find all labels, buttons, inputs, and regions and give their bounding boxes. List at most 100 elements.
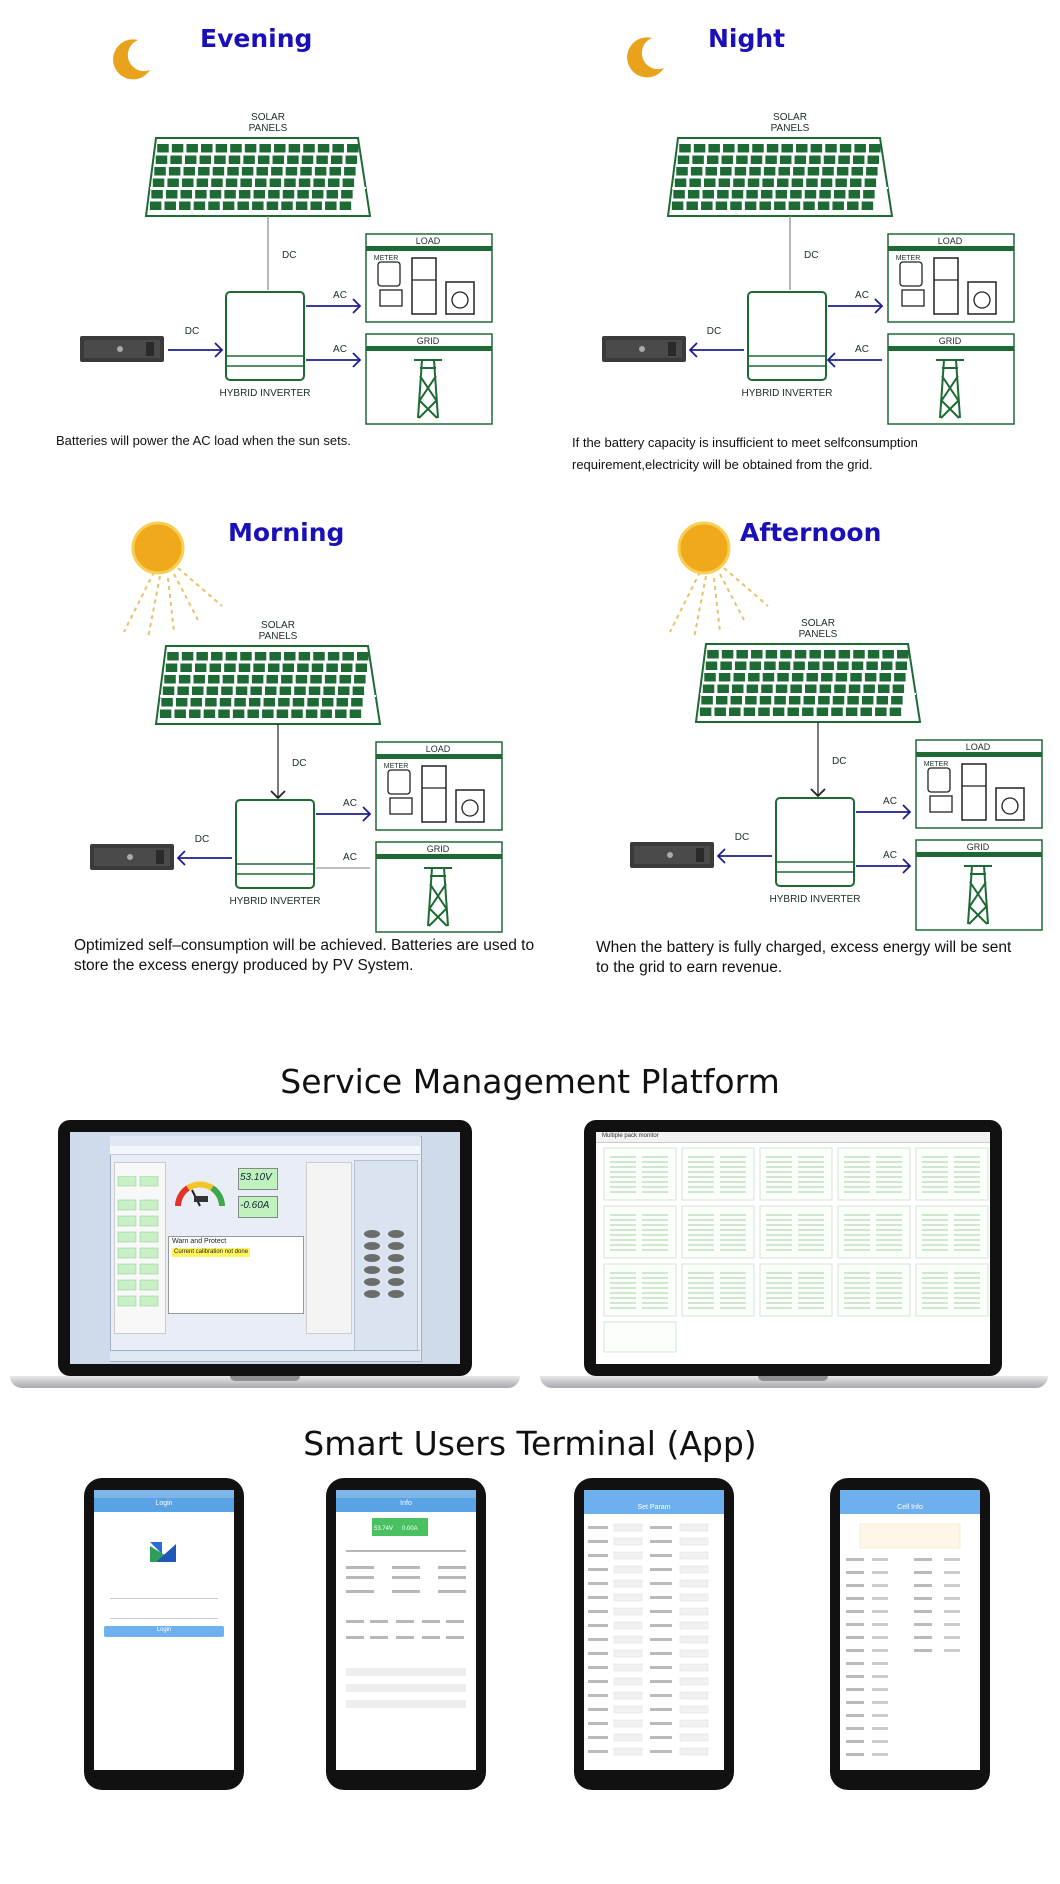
inverter-label: HYBRID INVERTER (220, 388, 311, 399)
grid-box (365, 333, 493, 425)
inverter-label: HYBRID INVERTER (770, 894, 861, 905)
dc-label: DC (282, 250, 296, 261)
app-current: 0.00A (402, 1526, 418, 1532)
dc-label: DC (832, 756, 846, 767)
inverter-label: HYBRID INVERTER (230, 896, 321, 907)
ac-label: AC (343, 798, 357, 809)
meter-icon (899, 261, 923, 287)
panels-label: PANELS (799, 629, 838, 640)
grid-label: GRID (967, 842, 990, 852)
phone-set-param: Set Param (574, 1478, 734, 1790)
meter-label: METER (384, 763, 409, 770)
laptop-screen: Multiple pack monitor (596, 1132, 990, 1364)
solar-label: SOLAR (773, 112, 807, 123)
tv-icon (389, 797, 413, 815)
solar-label: SOLAR (261, 620, 295, 631)
load-box (887, 233, 1015, 323)
battery-icon (630, 842, 714, 868)
pack-grid (603, 1147, 989, 1353)
phone-cell-info: Cell Info (830, 1478, 990, 1790)
dc-label: DC (735, 832, 749, 843)
battery-icon (80, 336, 164, 362)
meter-label: METER (374, 255, 399, 262)
ac-label: AC (883, 850, 897, 861)
laptop-base (540, 1376, 1048, 1388)
dc-label: DC (195, 834, 209, 845)
hybrid-inverter (775, 797, 855, 887)
panels-label: PANELS (259, 631, 298, 642)
fridge-icon (961, 763, 987, 821)
scenario-caption: Batteries will power the AC load when th… (56, 433, 351, 448)
meter-icon (387, 769, 411, 795)
meter-icon (377, 261, 401, 287)
pack-card (603, 1321, 677, 1353)
meter-label: METER (924, 761, 949, 768)
dc-label: DC (707, 326, 721, 337)
fridge-icon (421, 765, 447, 823)
laptop-2: Multiple pack monitor (540, 1120, 1048, 1400)
battery-icon (602, 336, 686, 362)
laptop-1: 53.10V -0.60A Warn and Protect Current c… (10, 1120, 520, 1400)
tv-icon (929, 795, 953, 813)
load-label: LOAD (416, 236, 441, 246)
hybrid-inverter (235, 799, 315, 889)
warn-message: Current calibration not done (174, 1249, 249, 1255)
current-readout: -0.60A (240, 1200, 270, 1211)
ac-label: AC (855, 290, 869, 301)
app-voltage: 53.74V (374, 1526, 394, 1532)
moon-icon (108, 36, 154, 82)
washer-icon (967, 281, 997, 315)
voltage-readout: 53.10V (240, 1172, 272, 1183)
app-header: Set Param (637, 1504, 671, 1511)
ac-label: AC (855, 344, 869, 355)
pylon-icon (936, 359, 964, 419)
tv-icon (901, 289, 925, 307)
login-button-label: Login (156, 1627, 172, 1633)
sun-icon (664, 520, 774, 640)
app-header: Cell Info (897, 1504, 923, 1511)
login-button[interactable] (104, 1626, 224, 1637)
tv-icon (379, 289, 403, 307)
phone-info: Info 53.74V 0.00A (326, 1478, 486, 1790)
grid-label: GRID (427, 844, 450, 854)
solar-panel (694, 643, 922, 723)
password-field[interactable] (110, 1608, 218, 1619)
scenario-caption: When the battery is fully charged, exces… (596, 939, 1012, 976)
scenario-title: Afternoon (740, 518, 882, 547)
pylon-icon (414, 359, 442, 419)
meter-label: METER (896, 255, 921, 262)
app-header: Info (400, 1500, 412, 1507)
phone-login: Login Login (84, 1478, 244, 1790)
ac-label: AC (343, 852, 357, 863)
ac-label: AC (333, 344, 347, 355)
grid-label: GRID (939, 336, 962, 346)
scenario-title: Night (708, 24, 786, 53)
washer-icon (455, 789, 485, 823)
panels-label: PANELS (249, 123, 288, 134)
laptop-base (10, 1376, 520, 1388)
load-box (375, 741, 503, 831)
grid-box (915, 839, 1043, 931)
solar-panel (144, 137, 372, 217)
scenario-title: Evening (200, 24, 313, 53)
username-field[interactable] (110, 1588, 218, 1599)
hybrid-inverter (225, 291, 305, 381)
load-box (365, 233, 493, 323)
scenario-caption: If the battery capacity is insufficient … (572, 435, 918, 472)
solar-label: SOLAR (801, 618, 835, 629)
pylon-icon (424, 867, 452, 927)
load-label: LOAD (938, 236, 963, 246)
grid-box (375, 841, 503, 933)
dc-label: DC (292, 758, 306, 769)
moon-icon (622, 34, 668, 80)
solar-panel (666, 137, 894, 217)
hybrid-inverter (747, 291, 827, 381)
